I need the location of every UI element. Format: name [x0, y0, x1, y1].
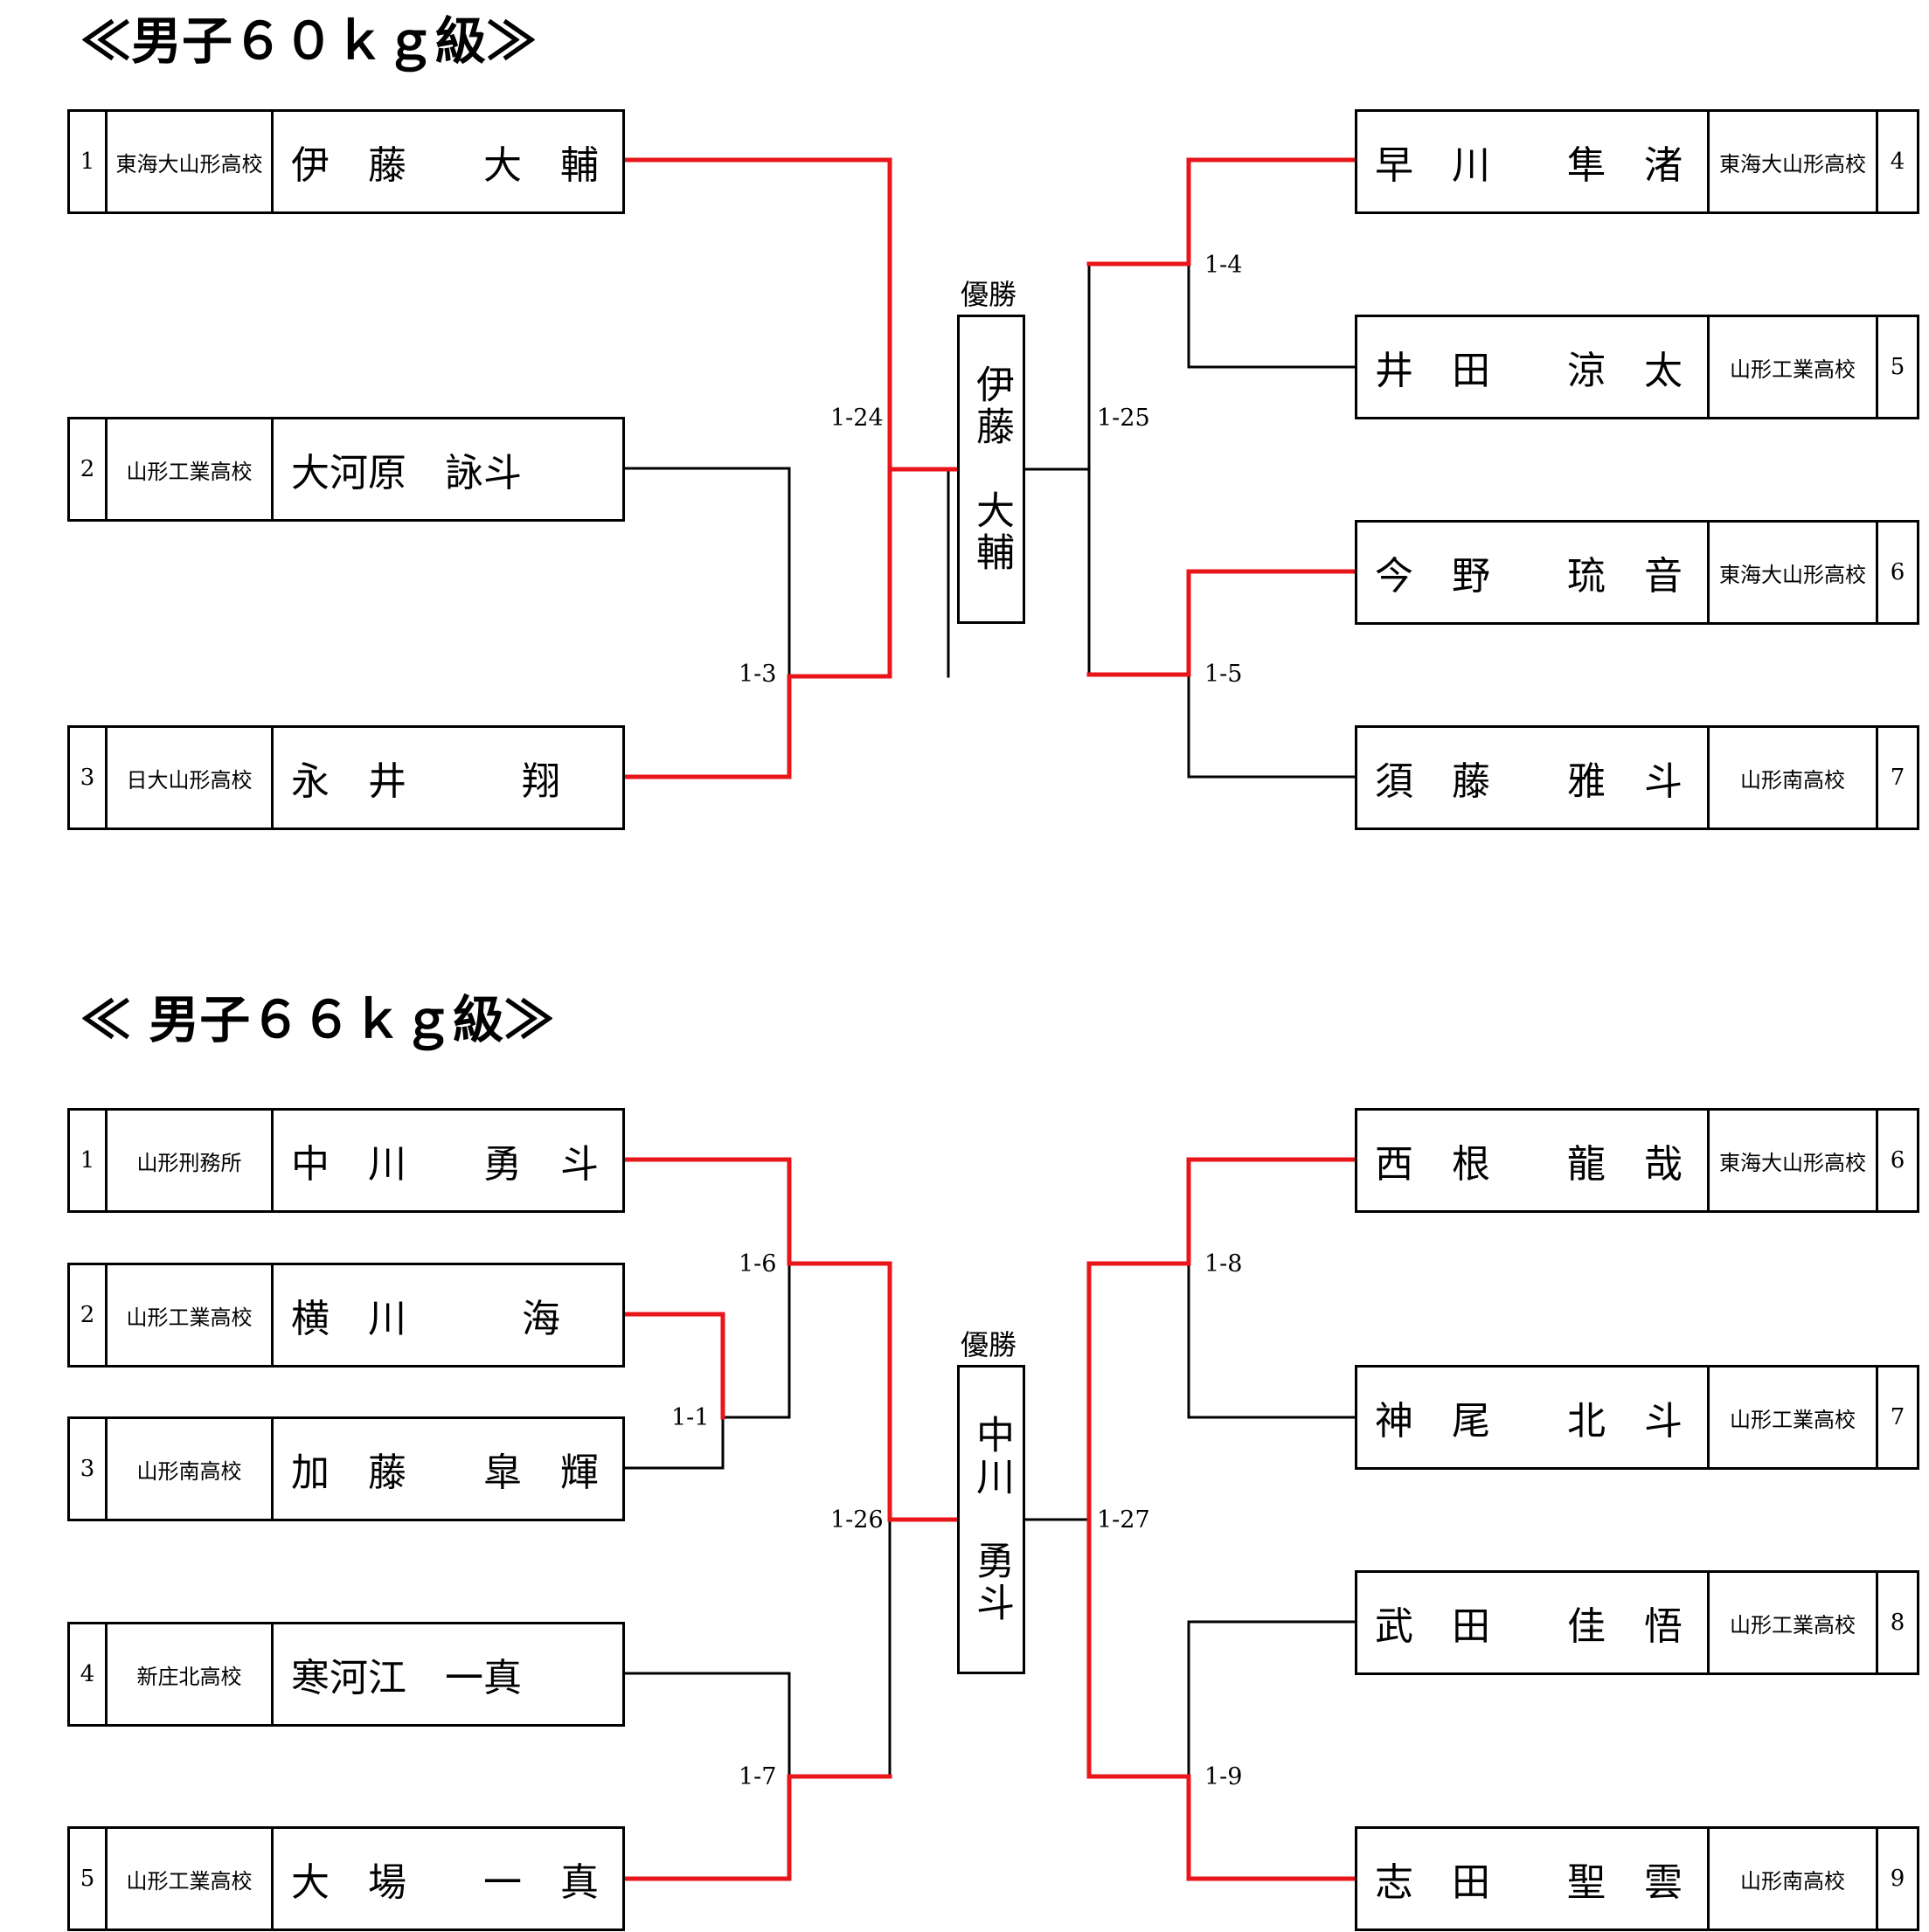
match-label: 1-3	[739, 661, 777, 688]
entry-seed: 1	[70, 112, 108, 211]
entry-seed: 3	[70, 1419, 108, 1519]
entry-66kg-5: 5 山形工業高校 大 場 一 真	[67, 1826, 625, 1931]
entry-school: 山形南高校	[108, 1419, 274, 1519]
match-label: 1-9	[1204, 1763, 1243, 1790]
entry-name: 中 川 勇 斗	[291, 1142, 599, 1187]
entry-name: 寒河江 一真	[291, 1656, 522, 1700]
entry-school: 山形工業高校	[1707, 1573, 1876, 1672]
entry-school: 山形工業高校	[108, 419, 274, 519]
entry-school: 東海大山形高校	[1707, 112, 1876, 211]
entry-name: 武 田 佳 悟	[1375, 1604, 1683, 1649]
entry-66kg-8: 武 田 佳 悟 山形工業高校 8	[1355, 1570, 1919, 1675]
champion-box-66kg: 中川 勇斗	[957, 1365, 1025, 1674]
entry-name: 早 川 隼 渚	[1375, 143, 1683, 188]
entry-66kg-7: 神 尾 北 斗 山形工業高校 7	[1355, 1365, 1919, 1470]
bracket-66kg-red-lines	[621, 1157, 1357, 1881]
entry-school: 新庄北高校	[108, 1624, 274, 1724]
bracket-title-66kg: ≪ 男子６６ｋｇ級≫	[80, 990, 555, 1049]
entry-60kg-4: 早 川 隼 渚 東海大山形高校 4	[1355, 109, 1919, 214]
entry-66kg-4: 4 新庄北高校 寒河江 一真	[67, 1622, 625, 1727]
entry-name: 今 野 琉 音	[1375, 554, 1683, 599]
champion-name-60kg: 伊藤 大輔	[969, 364, 1014, 574]
entry-seed: 5	[70, 1829, 108, 1929]
entry-60kg-1: 1 東海大山形高校 伊 藤 大 輔	[67, 109, 625, 214]
entry-60kg-7: 須 藤 雅 斗 山形南高校 7	[1355, 725, 1919, 830]
champion-box-60kg: 伊藤 大輔	[957, 315, 1025, 624]
entry-60kg-3: 3 日大山形高校 永 井 翔	[67, 725, 625, 830]
entry-seed: 5	[1876, 317, 1917, 417]
match-label: 1-4	[1204, 252, 1243, 279]
match-label: 1-27	[1097, 1506, 1150, 1534]
entry-66kg-3: 3 山形南高校 加 藤 皐 輝	[67, 1416, 625, 1521]
entry-seed: 4	[70, 1624, 108, 1724]
entry-seed: 4	[1876, 112, 1917, 211]
entry-name: 永 井 翔	[291, 759, 560, 804]
match-label: 1-24	[830, 405, 884, 432]
entry-60kg-5: 井 田 涼 太 山形工業高校 5	[1355, 315, 1919, 419]
entry-60kg-6: 今 野 琉 音 東海大山形高校 6	[1355, 520, 1919, 625]
entry-60kg-2: 2 山形工業高校 大河原 詠斗	[67, 417, 625, 522]
entry-66kg-1: 1 山形刑務所 中 川 勇 斗	[67, 1108, 625, 1213]
entry-school: 山形刑務所	[108, 1111, 274, 1210]
entry-name: 須 藤 雅 斗	[1375, 759, 1683, 804]
entry-name: 大河原 詠斗	[291, 451, 522, 495]
entry-seed: 7	[1876, 728, 1917, 828]
entry-seed: 1	[70, 1111, 108, 1210]
entry-name: 志 田 聖 雲	[1375, 1860, 1683, 1905]
entry-school: 東海大山形高校	[1707, 523, 1876, 622]
match-label: 1-26	[830, 1506, 884, 1534]
entry-name: 伊 藤 大 輔	[291, 143, 599, 188]
entry-school: 東海大山形高校	[108, 112, 274, 211]
entry-seed: 6	[1876, 1111, 1917, 1210]
champion-label-60kg: 優勝	[961, 278, 1017, 311]
entry-school: 山形南高校	[1707, 728, 1876, 828]
entry-name: 西 根 龍 哉	[1375, 1142, 1683, 1187]
entry-name: 大 場 一 真	[291, 1860, 599, 1905]
match-label: 1-8	[1204, 1250, 1243, 1278]
match-label: 1-1	[671, 1404, 710, 1431]
match-label: 1-5	[1204, 661, 1243, 688]
champion-name-66kg: 中川 勇斗	[969, 1415, 1014, 1624]
entry-school: 山形工業高校	[108, 1829, 274, 1929]
entry-seed: 2	[70, 1265, 108, 1365]
entry-seed: 3	[70, 728, 108, 828]
match-label: 1-7	[739, 1763, 777, 1790]
entry-school: 日大山形高校	[108, 728, 274, 828]
entry-name: 横 川 海	[291, 1297, 560, 1341]
champion-label-66kg: 優勝	[961, 1328, 1017, 1361]
entry-66kg-6: 西 根 龍 哉 東海大山形高校 6	[1355, 1108, 1919, 1213]
entry-school: 山形工業高校	[1707, 317, 1876, 417]
entry-seed: 8	[1876, 1573, 1917, 1672]
entry-seed: 2	[70, 419, 108, 519]
entry-seed: 9	[1876, 1829, 1917, 1929]
entry-66kg-2: 2 山形工業高校 横 川 海	[67, 1263, 625, 1368]
entry-name: 井 田 涼 太	[1375, 349, 1683, 393]
entry-seed: 7	[1876, 1368, 1917, 1467]
entry-66kg-9: 志 田 聖 雲 山形南高校 9	[1355, 1826, 1919, 1931]
entry-school: 山形南高校	[1707, 1829, 1876, 1929]
entry-name: 神 尾 北 斗	[1375, 1399, 1683, 1444]
entry-school: 東海大山形高校	[1707, 1111, 1876, 1210]
bracket-60kg-red-lines	[621, 157, 1357, 779]
bracket-title-60kg: ≪男子６０ｋｇ級≫	[80, 11, 538, 71]
match-label: 1-6	[739, 1250, 777, 1278]
entry-seed: 6	[1876, 523, 1917, 622]
entry-name: 加 藤 皐 輝	[291, 1451, 599, 1495]
match-label: 1-25	[1097, 405, 1150, 432]
entry-school: 山形工業高校	[108, 1265, 274, 1365]
entry-school: 山形工業高校	[1707, 1368, 1876, 1467]
